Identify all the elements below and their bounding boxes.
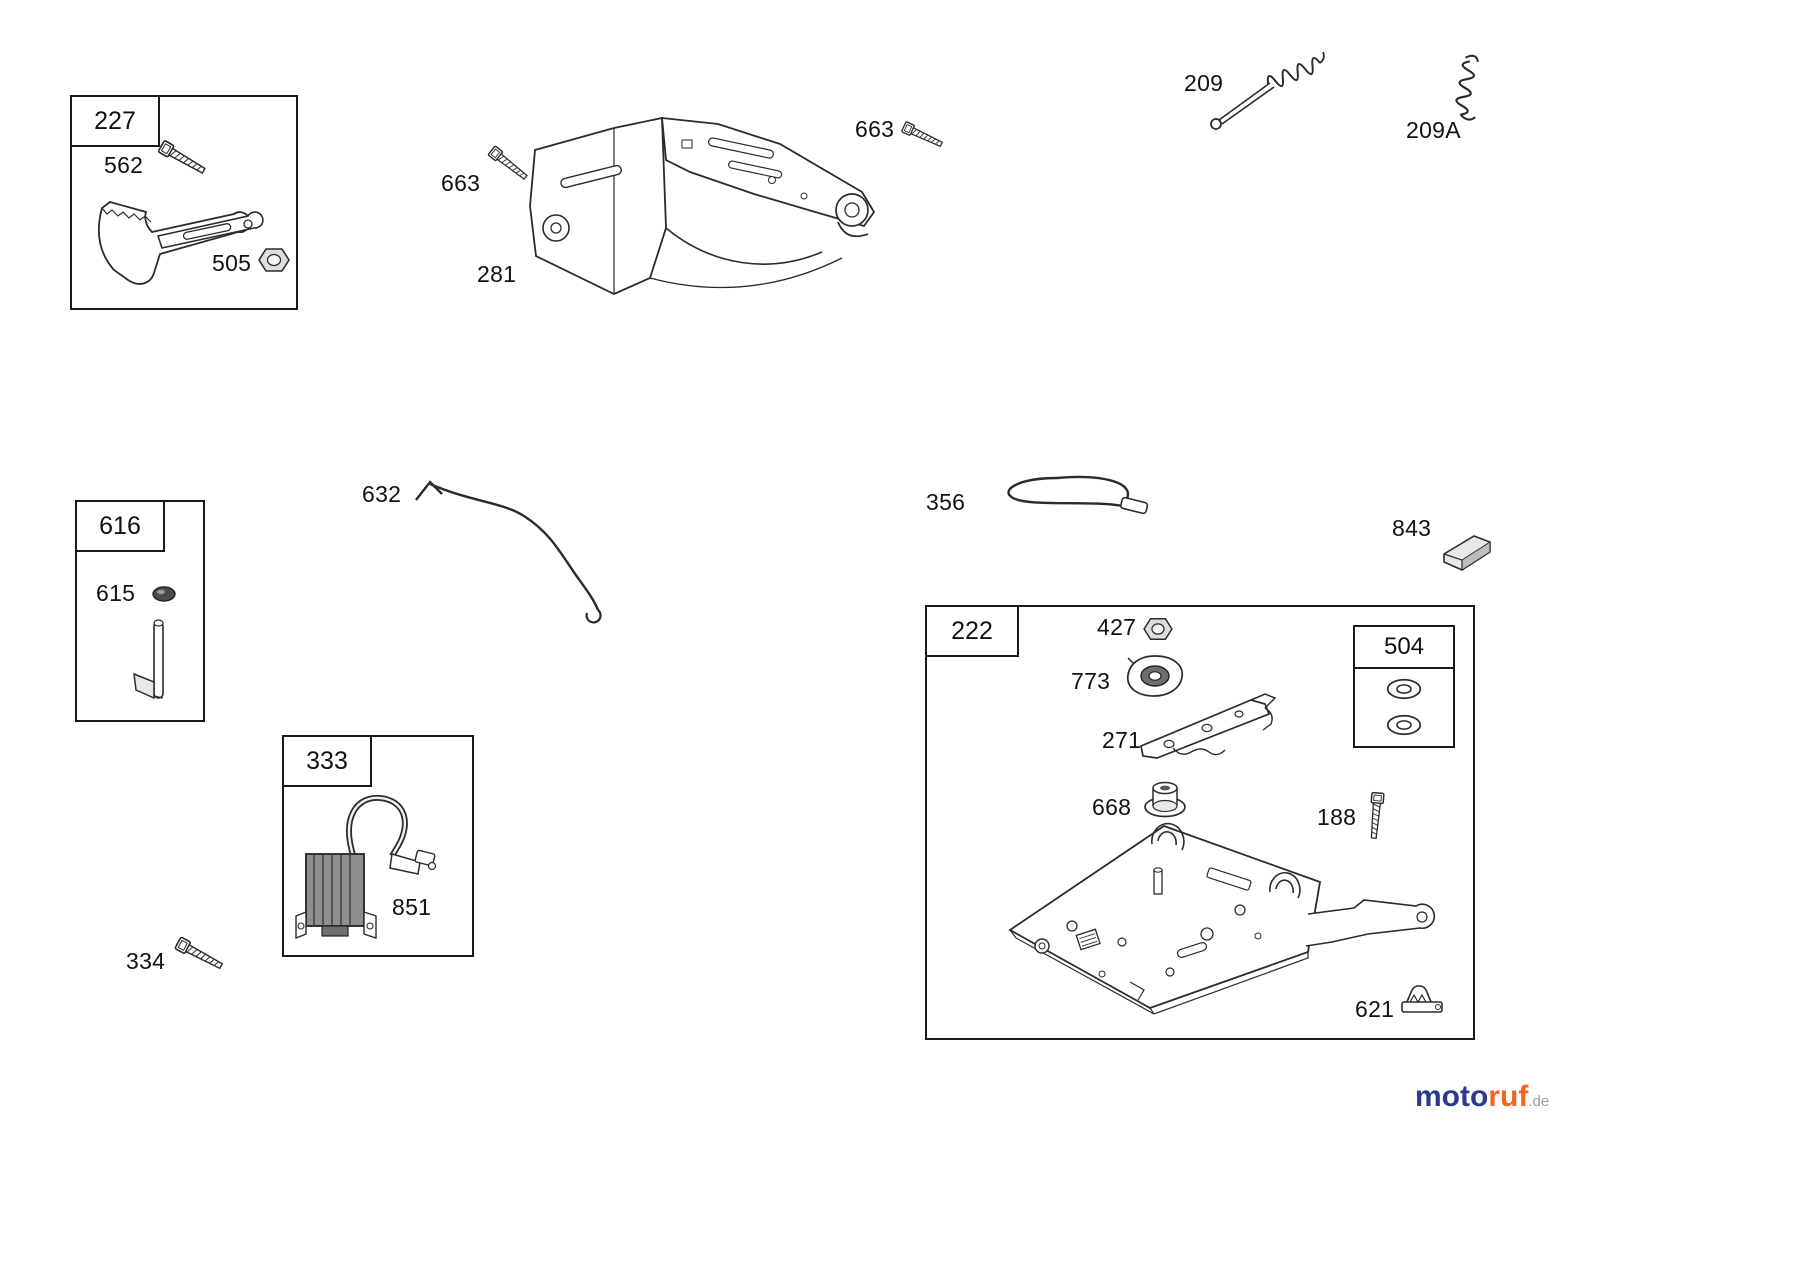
part-label-663-right: 663 bbox=[855, 116, 895, 142]
part-label-505: 505 bbox=[212, 250, 252, 276]
part-209a-spring-drawing bbox=[1455, 54, 1479, 121]
part-label-621: 621 bbox=[1355, 996, 1395, 1022]
part-504-washer-1-drawing bbox=[1386, 678, 1422, 700]
part-427-nut-drawing bbox=[1143, 618, 1173, 640]
part-label-281: 281 bbox=[477, 261, 517, 287]
part-281-bracket-drawing bbox=[529, 116, 876, 295]
part-333-solenoid-drawing bbox=[295, 794, 437, 940]
part-222-baseplate-drawing bbox=[1008, 822, 1436, 1015]
callout-box-222: 222 bbox=[925, 605, 1475, 1040]
part-334-screw-drawing bbox=[174, 936, 226, 973]
callout-box-227: 227 bbox=[70, 95, 298, 310]
part-label-209: 209 bbox=[1184, 70, 1224, 96]
part-668-bushing-drawing bbox=[1144, 781, 1186, 818]
part-209-spring-drawing bbox=[1210, 51, 1325, 130]
box-label-504: 504 bbox=[1355, 627, 1453, 669]
part-label-356: 356 bbox=[926, 489, 966, 515]
part-label-773: 773 bbox=[1071, 668, 1111, 694]
part-label-271: 271 bbox=[1102, 727, 1142, 753]
box-label-616: 616 bbox=[77, 502, 165, 552]
logo-text-ruf: ruf bbox=[1488, 1080, 1529, 1113]
part-label-851: 851 bbox=[392, 894, 432, 920]
callout-box-333: 333 bbox=[282, 735, 474, 957]
part-label-334: 334 bbox=[126, 948, 166, 974]
part-632-rod-drawing bbox=[415, 480, 602, 624]
part-label-209a: 209A bbox=[1406, 117, 1461, 143]
part-label-562: 562 bbox=[104, 152, 144, 178]
part-label-427: 427 bbox=[1097, 614, 1137, 640]
part-843-terminal-drawing bbox=[1443, 535, 1491, 571]
part-504-washer-2-drawing bbox=[1386, 714, 1422, 736]
logo-text-de: .de bbox=[1528, 1093, 1550, 1110]
part-621-clip-drawing bbox=[1401, 985, 1443, 1013]
box-label-222: 222 bbox=[927, 607, 1019, 657]
part-663-right-screw-drawing bbox=[900, 120, 945, 150]
part-616-pin-drawing bbox=[133, 619, 164, 700]
logo-text-moto: moto bbox=[1415, 1080, 1489, 1113]
part-label-632: 632 bbox=[362, 481, 402, 507]
part-label-843: 843 bbox=[1392, 515, 1432, 541]
part-label-615: 615 bbox=[96, 580, 136, 606]
part-227-lever-drawing bbox=[97, 201, 264, 285]
callout-box-504: 504 bbox=[1353, 625, 1455, 748]
part-773-grommet-drawing bbox=[1127, 655, 1184, 697]
box-label-227: 227 bbox=[72, 97, 160, 147]
part-505-nut-drawing bbox=[258, 248, 290, 272]
part-615-seal-drawing bbox=[152, 586, 176, 602]
box-label-333: 333 bbox=[284, 737, 372, 787]
part-271-lever-drawing bbox=[1140, 693, 1277, 759]
part-356-cable-drawing bbox=[1007, 475, 1149, 515]
motoruf-logo[interactable]: motoruf.de bbox=[1415, 1080, 1549, 1119]
part-label-668: 668 bbox=[1092, 794, 1132, 820]
callout-box-616: 616 bbox=[75, 500, 205, 722]
part-label-188: 188 bbox=[1317, 804, 1357, 830]
part-label-663-left: 663 bbox=[441, 170, 481, 196]
